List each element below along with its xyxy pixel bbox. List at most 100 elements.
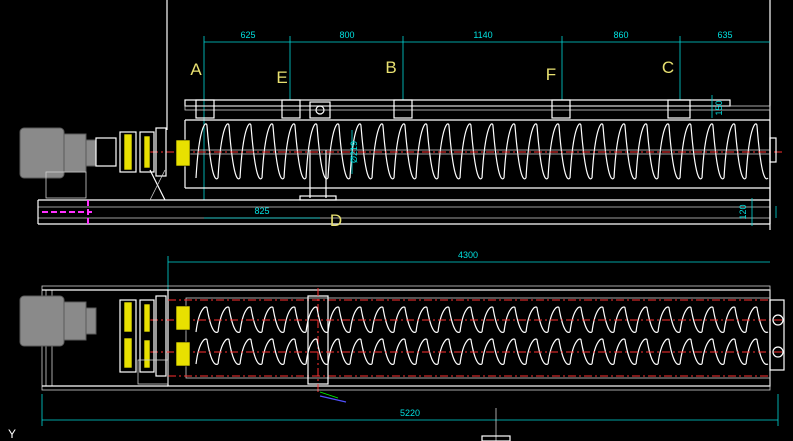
screw-flight — [371, 123, 395, 180]
motor-base-top — [45, 171, 87, 199]
screw-flight — [701, 338, 725, 365]
bearing-top — [175, 139, 191, 167]
drive-assembly-top — [19, 127, 191, 201]
screw-flight — [547, 338, 571, 365]
screw-flight — [261, 306, 285, 333]
screw-flight — [261, 123, 285, 180]
screw-flight — [481, 338, 505, 365]
screw-flight — [591, 123, 615, 180]
screw-flight — [217, 306, 241, 333]
dim-5220: 5220 — [400, 408, 420, 418]
screw-flight — [679, 338, 703, 365]
screw-flight — [195, 123, 219, 180]
screw-flight — [239, 306, 263, 333]
dim-1140: 1140 — [473, 30, 492, 40]
screw-flight — [723, 123, 747, 180]
dim-150: 150 — [714, 100, 724, 115]
end-plate-top — [769, 137, 777, 163]
dim-shaft-dia: Ø219 — [349, 141, 359, 163]
screw-flight — [327, 306, 351, 333]
dim-4300: 4300 — [458, 250, 478, 260]
section-label-c: C — [662, 58, 674, 77]
dim-825: 825 — [254, 206, 269, 216]
screw-flight — [415, 338, 439, 365]
screw-flight — [745, 306, 769, 333]
screw-flight — [437, 306, 461, 333]
screw-flight — [393, 123, 417, 180]
screw-flight — [701, 306, 725, 333]
screw-flight — [239, 123, 263, 180]
screw-flights-top — [195, 123, 769, 180]
screw-flight — [569, 123, 593, 180]
screw-flight — [503, 306, 527, 333]
dim-120: 120 — [738, 204, 748, 219]
base-frame-bottom — [41, 285, 771, 391]
screw-flights-bottom — [195, 306, 769, 365]
dim-800: 800 — [339, 30, 354, 40]
motor-top — [19, 127, 65, 179]
screw-flight — [459, 123, 483, 180]
screw-flight — [415, 306, 439, 333]
screw-flight — [547, 123, 571, 180]
screw-flight — [327, 338, 351, 365]
screw-flight — [371, 306, 395, 333]
end-bearings-bottom — [769, 299, 785, 371]
screw-flight — [525, 123, 549, 180]
screw-flight — [701, 123, 725, 180]
screw-flight — [723, 306, 747, 333]
screw-flight — [745, 338, 769, 365]
drive-assembly-bottom — [19, 295, 191, 385]
ucs-y-label: Y — [8, 427, 16, 441]
motor-bottom — [19, 295, 65, 347]
screw-flight — [525, 338, 549, 365]
screw-flight — [239, 338, 263, 365]
screw-flight — [459, 306, 483, 333]
screw-flight — [261, 338, 285, 365]
screw-flight — [591, 338, 615, 365]
screw-flight — [349, 306, 373, 333]
screw-flight — [613, 338, 637, 365]
screw-flight — [591, 306, 615, 333]
section-label-a: A — [190, 60, 202, 79]
screw-flight — [503, 338, 527, 365]
screw-flight — [745, 123, 769, 180]
screw-flight — [217, 123, 241, 180]
screw-flight — [503, 123, 527, 180]
screw-flight — [481, 123, 505, 180]
screw-flight — [283, 306, 307, 333]
section-label-f: F — [546, 65, 556, 84]
section-label-d: D — [330, 211, 342, 230]
screw-flight — [635, 123, 659, 180]
screw-flight — [349, 338, 373, 365]
bottom-trough — [167, 288, 771, 392]
screw-flight — [613, 123, 637, 180]
coupling-top — [123, 133, 133, 171]
screw-flight — [393, 306, 417, 333]
screw-flight — [349, 123, 373, 180]
screw-flight — [283, 338, 307, 365]
screw-flight — [437, 123, 461, 180]
section-label-e: E — [276, 68, 287, 87]
screw-flight — [635, 306, 659, 333]
screw-flight — [459, 338, 483, 365]
screw-flight — [657, 338, 681, 365]
screw-flight — [305, 123, 329, 180]
screw-flight — [635, 338, 659, 365]
screw-flight — [415, 123, 439, 180]
dim-635: 635 — [717, 30, 732, 40]
screw-flight — [481, 306, 505, 333]
top-trough — [184, 99, 771, 201]
screw-flight — [217, 338, 241, 365]
screw-flight — [195, 338, 219, 365]
screw-flight — [657, 306, 681, 333]
screw-flight — [371, 338, 395, 365]
screw-flight — [679, 306, 703, 333]
screw-flight — [305, 338, 329, 365]
screw-flight — [679, 123, 703, 180]
screw-flight — [547, 306, 571, 333]
screw-flight — [723, 338, 747, 365]
dim-860: 860 — [613, 30, 628, 40]
screw-flight — [393, 338, 417, 365]
base-frame-top — [37, 188, 771, 225]
